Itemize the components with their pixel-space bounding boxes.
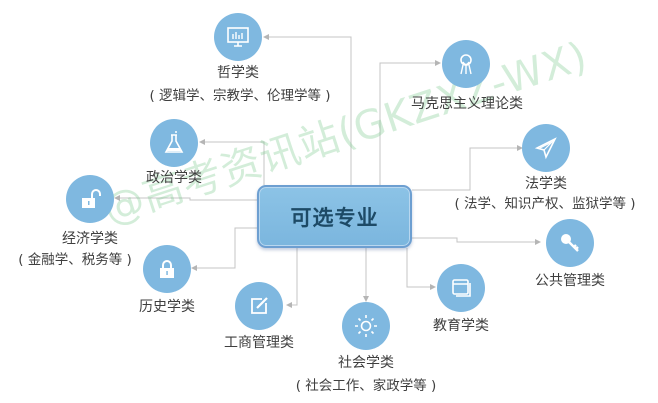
center-node[interactable]: 可选专业 xyxy=(257,185,412,248)
node-sociology[interactable] xyxy=(342,302,390,350)
node-law-subtitle: ( 法学、知识产权、监狱学等 ) xyxy=(454,196,636,212)
node-politics-title: 政治学类 xyxy=(146,170,202,186)
unlock-icon xyxy=(82,189,101,208)
node-marxism[interactable] xyxy=(442,40,490,88)
node-history[interactable] xyxy=(143,245,191,293)
node-economics-title: 经济学类 xyxy=(62,231,118,247)
node-marxism-title: 马克思主义理论类 xyxy=(411,96,523,112)
node-politics[interactable] xyxy=(150,119,198,167)
window-icon xyxy=(452,279,471,297)
node-economics-subtitle: ( 金融学、税务等 ) xyxy=(18,252,132,268)
edit-icon xyxy=(251,297,268,314)
paper-plane-icon xyxy=(534,137,557,160)
node-education-title: 教育学类 xyxy=(433,318,489,334)
center-label: 可选专业 xyxy=(290,205,379,230)
node-law[interactable] xyxy=(522,124,570,172)
node-philosophy-title: 哲学类 xyxy=(217,65,259,81)
node-history-title: 历史学类 xyxy=(139,299,195,315)
sun-icon xyxy=(355,315,377,337)
node-business-admin[interactable] xyxy=(235,282,283,330)
node-business-admin-title: 工商管理类 xyxy=(224,335,294,351)
node-economics[interactable] xyxy=(66,175,114,223)
figure-icon xyxy=(460,54,472,75)
key-icon xyxy=(561,234,579,252)
node-public-admin[interactable] xyxy=(546,219,594,267)
node-education[interactable] xyxy=(437,264,485,312)
node-law-title: 法学类 xyxy=(525,176,567,192)
lock-icon xyxy=(160,260,174,278)
node-sociology-subtitle: ( 社会工作、家政学等 ) xyxy=(295,378,437,394)
node-philosophy-subtitle: ( 逻辑学、宗教学、伦理学等 ) xyxy=(149,88,331,104)
flask-icon xyxy=(164,131,184,153)
node-public-admin-title: 公共管理类 xyxy=(535,273,605,289)
node-philosophy[interactable] xyxy=(214,13,262,61)
node-sociology-title: 社会学类 xyxy=(338,355,394,371)
monitor-chart-icon xyxy=(227,27,249,47)
